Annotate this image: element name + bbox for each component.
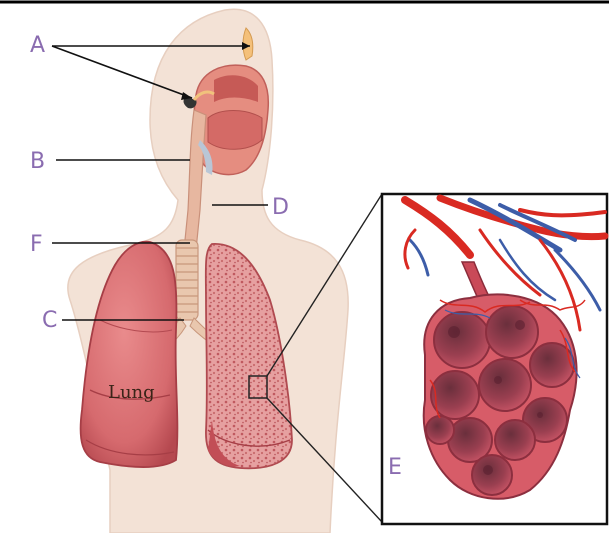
lung-label: Lung [108, 382, 155, 403]
label-c: C [42, 308, 57, 333]
label-b: B [30, 149, 45, 174]
label-d: D [272, 195, 289, 220]
label-e: E [388, 455, 402, 480]
label-a: A [30, 33, 45, 58]
label-f: F [30, 232, 43, 257]
alveoli-inset [382, 194, 607, 524]
